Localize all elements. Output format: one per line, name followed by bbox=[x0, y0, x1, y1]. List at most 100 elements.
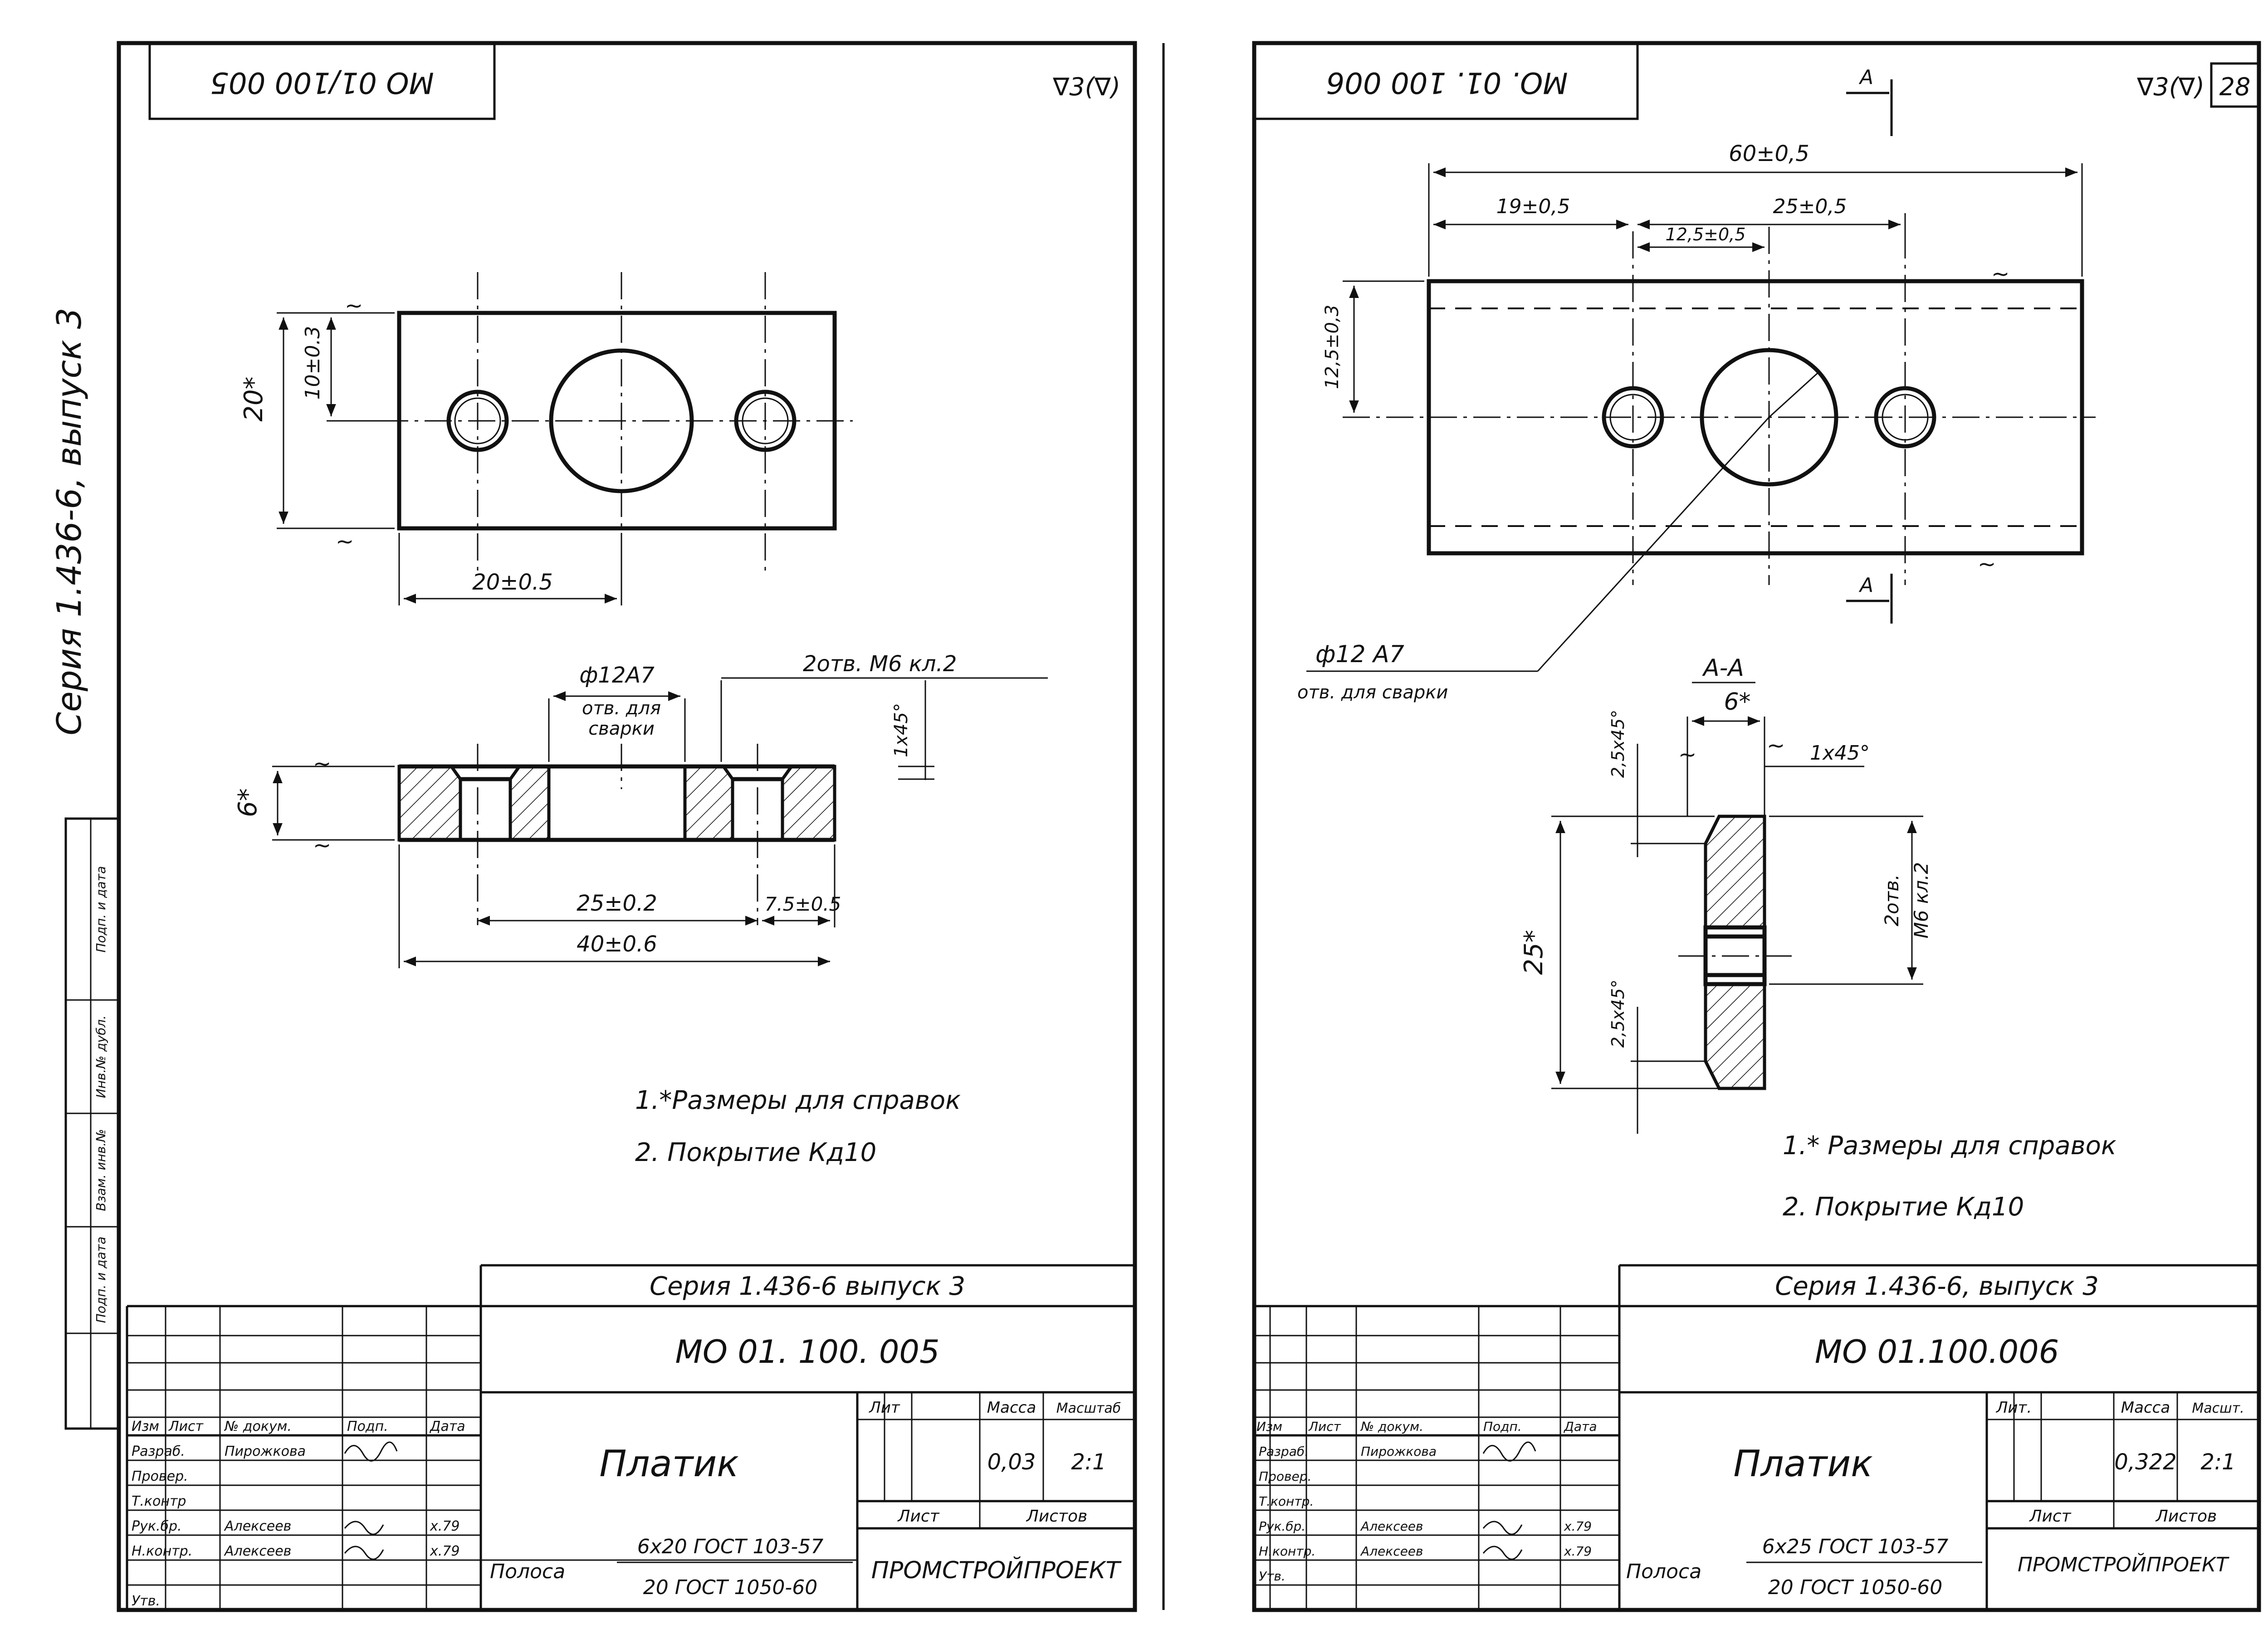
left-tb-role-3: Рук.бр. bbox=[132, 1518, 182, 1534]
left-tb-date-4: х.79 bbox=[430, 1543, 459, 1559]
right-sheet-number: 28 bbox=[2219, 73, 2251, 101]
left-roughness-mark-1: ~ bbox=[345, 293, 363, 318]
right-tb-header-izm: Изм bbox=[1256, 1419, 1282, 1434]
right-note-2: 2. Покрытие Кд10 bbox=[1783, 1192, 2024, 1222]
left-tb-col-mass: Масса bbox=[987, 1399, 1036, 1417]
left-tb-header-list: Лист bbox=[168, 1419, 204, 1434]
right-tb-role-2: Т.контр. bbox=[1259, 1494, 1314, 1509]
right-tb-col-mass: Масса bbox=[2121, 1399, 2170, 1417]
right-tb-material-label: Полоса bbox=[1626, 1560, 1701, 1583]
dim-c25: 25±0.2 bbox=[577, 891, 657, 916]
left-roughness: ∇3(∇) bbox=[1052, 73, 1120, 101]
right-tb-col-lit: Лит. bbox=[1995, 1399, 2032, 1417]
dim-ch25-top: 2,5х45° bbox=[1608, 710, 1628, 778]
left-tb-mass: 0,03 bbox=[987, 1449, 1036, 1475]
right-tb-name-0: Пирожкова bbox=[1361, 1444, 1437, 1459]
right-roughness-mark-4: ~ bbox=[1767, 733, 1785, 758]
right-tb-name-4: Алексеев bbox=[1360, 1544, 1423, 1559]
left-roughness-mark-2: ~ bbox=[336, 529, 354, 554]
right-top-view: 60±0,5 19±0,5 25±0,5 12,5±0,5 12,5±0,3 ~… bbox=[1297, 141, 2096, 703]
dim-height-20: 20* bbox=[239, 376, 269, 421]
left-tb-series: Серия 1.436-6 выпуск 3 bbox=[650, 1272, 965, 1301]
left-roughness-mark-3: ~ bbox=[313, 751, 331, 776]
note-weld-right: отв. для сварки bbox=[1297, 682, 1448, 703]
left-series-vertical: Серия 1.436-6, выпуск 3 bbox=[50, 307, 89, 735]
note-weld-line1: отв. для bbox=[582, 698, 661, 719]
note-weld-line2: сварки bbox=[588, 718, 655, 739]
right-tb-material-top: 6х25 ГОСТ 103-57 bbox=[1762, 1535, 1949, 1558]
right-sheet-border bbox=[1252, 41, 2261, 1612]
right-sheet: МО. 01. 100 006 А ∇3(∇) 28 60±0,5 bbox=[1252, 41, 2261, 1612]
left-sheet: МО 01/100 005 ∇3(∇) Серия 1.436-6, выпус… bbox=[50, 41, 1137, 1612]
left-tb-sheet: Лист bbox=[897, 1507, 939, 1526]
right-tb-role-1: Провер. bbox=[1259, 1469, 1311, 1484]
right-tb-series: Серия 1.436-6, выпуск 3 bbox=[1775, 1272, 2099, 1301]
right-tb-org: ПРОМСТРОЙПРОЕКТ bbox=[2018, 1552, 2229, 1576]
dim-pitch-20: 20±0.5 bbox=[472, 570, 553, 595]
left-tb-material-bottom: 20 ГОСТ 1050-60 bbox=[643, 1576, 818, 1599]
right-roughness-mark-2: ~ bbox=[1978, 551, 1996, 577]
dim-c40: 40±0.6 bbox=[577, 932, 657, 957]
right-tb-role-0: Разраб. bbox=[1259, 1444, 1309, 1459]
right-tb-sheet: Лист bbox=[2028, 1507, 2071, 1526]
left-signature-1 bbox=[344, 1441, 398, 1462]
right-title-block: Изм Лист № докум. Подп. Дата Разраб. Про… bbox=[1254, 1264, 2259, 1610]
right-section-view: А-А 6* ~ ~ 1х45° 2,5х45° bbox=[1519, 654, 1932, 1134]
right-tb-header-sign: Подп. bbox=[1483, 1419, 1522, 1434]
right-tb-role-5: Утв. bbox=[1259, 1569, 1286, 1584]
right-roughness-mark-1: ~ bbox=[1991, 261, 2009, 287]
right-tb-mass: 0,322 bbox=[2114, 1449, 2176, 1475]
dim-holes-m6: 2отв. М6 кл.2 bbox=[803, 651, 957, 677]
dim-dia12-right: ф12 А7 bbox=[1315, 641, 1404, 668]
left-roughness-mark-4: ~ bbox=[313, 833, 331, 858]
sheet-number-box bbox=[2210, 62, 2260, 108]
left-top-view: 20* 10±0.3 ~ ~ 20±0.5 bbox=[239, 272, 853, 605]
side-strip-repl-inv: Взам. инв.№ bbox=[93, 1129, 108, 1211]
right-tb-material-bottom: 20 ГОСТ 1050-60 bbox=[1768, 1576, 1943, 1599]
right-stamp-code: МО. 01. 100 006 bbox=[1326, 65, 1568, 99]
left-tb-doc-code: МО 01. 100. 005 bbox=[675, 1333, 939, 1371]
right-tb-header-list: Лист bbox=[1308, 1419, 1341, 1434]
left-signature-2 bbox=[344, 1521, 384, 1535]
left-tb-material-label: Полоса bbox=[490, 1560, 565, 1583]
dim-height25: 25* bbox=[1519, 930, 1549, 975]
left-note-2: 2. Покрытие Кд10 bbox=[635, 1138, 876, 1167]
right-tb-date-4: х.79 bbox=[1564, 1544, 1592, 1559]
dim-ch25-bottom: 2,5х45° bbox=[1608, 980, 1628, 1048]
dim-dia-12: ф12А7 bbox=[579, 663, 655, 688]
right-roughness-mark-3: ~ bbox=[1678, 742, 1696, 767]
left-note-1: 1.*Размеры для справок bbox=[635, 1086, 961, 1115]
left-stamp-code: МО 01/100 005 bbox=[210, 65, 434, 99]
dim-c19: 19±0,5 bbox=[1496, 195, 1570, 218]
dim-thick-6: 6* bbox=[233, 788, 263, 817]
left-tb-name-0: Пирожкова bbox=[225, 1444, 306, 1459]
left-tb-role-0: Разраб. bbox=[132, 1444, 185, 1459]
right-note-1: 1.* Размеры для справок bbox=[1783, 1131, 2116, 1161]
left-tb-role-1: Провер. bbox=[132, 1468, 188, 1484]
left-tb-header-date: Дата bbox=[429, 1419, 465, 1434]
left-tb-header-izm: Изм bbox=[132, 1419, 159, 1434]
right-tb-sheets: Листов bbox=[2155, 1507, 2217, 1526]
dim-c60: 60±0,5 bbox=[1729, 141, 1809, 166]
left-signature-3 bbox=[344, 1546, 384, 1560]
right-stamp-box bbox=[1254, 43, 1639, 120]
section-label: А-А bbox=[1702, 654, 1744, 682]
side-strip-sign-date-2: Подп. и дата bbox=[93, 1237, 108, 1323]
left-side-strip: Подп. и дата Инв.№ дубл. Взам. инв.№ Под… bbox=[64, 817, 120, 1430]
dim-chamfer: 1х45° bbox=[891, 703, 912, 757]
left-sheet-border bbox=[117, 41, 1137, 1612]
left-tb-sheets: Листов bbox=[1026, 1507, 1087, 1526]
right-signature-3 bbox=[1482, 1546, 1523, 1560]
dim-chamfer-right: 1х45° bbox=[1810, 741, 1870, 765]
left-tb-role-4: Н.контр. bbox=[132, 1543, 192, 1559]
right-section-mark-bottom: А bbox=[1858, 574, 1873, 597]
right-tb-header-date: Дата bbox=[1563, 1419, 1597, 1434]
right-tb-doc-code: МО 01.100.006 bbox=[1815, 1333, 2059, 1371]
right-tb-part-name: Платик bbox=[1733, 1443, 1872, 1485]
left-tb-name-4: Алексеев bbox=[224, 1543, 291, 1559]
left-title-block: Изм Лист № докум. Подп. Дата Разраб. Про… bbox=[126, 1264, 1135, 1610]
left-tb-col-scale: Масштаб bbox=[1056, 1400, 1121, 1416]
right-tb-role-3: Рук.бр. bbox=[1259, 1519, 1305, 1534]
right-tb-header-doc: № докум. bbox=[1360, 1419, 1423, 1434]
left-tb-material-top: 6х20 ГОСТ 103-57 bbox=[637, 1535, 824, 1558]
